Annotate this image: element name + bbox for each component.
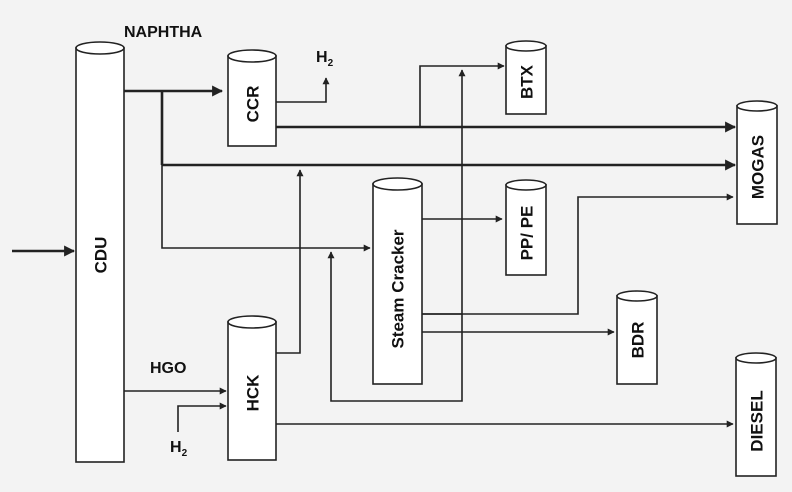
- pp-pe-vessel: PP/ PE: [505, 179, 547, 276]
- h2-label-ccr: H2: [316, 49, 334, 69]
- pp-pe-label: PP/ PE: [518, 206, 537, 261]
- steam-cracker-vessel: Steam Cracker: [372, 177, 423, 385]
- hck-to-ccr: [276, 169, 304, 354]
- mogas-label: MOGAS: [749, 135, 768, 199]
- steam-cracker-to-mogas: [422, 193, 734, 315]
- flow-lines: [12, 62, 737, 432]
- diesel-vessel: DIESEL: [735, 352, 777, 477]
- naphtha-to-steam-cracker: [161, 165, 371, 252]
- ccr-h2-out: [276, 77, 330, 103]
- ccr-to-btx: [419, 62, 505, 127]
- h2-label-ccr-main: H: [316, 49, 328, 66]
- ccr-label: CCR: [244, 86, 263, 123]
- hck-label: HCK: [244, 374, 263, 412]
- h2-label-hck-main: H: [170, 439, 182, 456]
- h2-label-hck: H2: [170, 439, 188, 459]
- naphtha-label: NAPHTHA: [124, 24, 203, 41]
- hck-vessel: HCK: [227, 315, 277, 461]
- btx-vessel: BTX: [505, 40, 547, 115]
- steam-cracker-recycle: [327, 251, 463, 402]
- h2-to-hck: [177, 402, 227, 432]
- bdr-label: BDR: [629, 322, 648, 359]
- hgo-label: HGO: [150, 360, 186, 377]
- btx-label: BTX: [518, 64, 537, 99]
- steam-cracker-to-btx: [422, 69, 466, 315]
- ccr-vessel: CCR: [227, 49, 277, 147]
- mogas-vessel: MOGAS: [736, 100, 778, 225]
- h2-label-hck-sub: 2: [182, 448, 188, 459]
- h2-label-ccr-sub: 2: [328, 58, 334, 69]
- steam-cracker-label: Steam Cracker: [389, 229, 408, 348]
- diesel-label: DIESEL: [748, 390, 767, 451]
- cdu-vessel: CDU: [75, 41, 125, 463]
- bdr-vessel: BDR: [616, 290, 658, 385]
- cdu-label: CDU: [92, 237, 111, 274]
